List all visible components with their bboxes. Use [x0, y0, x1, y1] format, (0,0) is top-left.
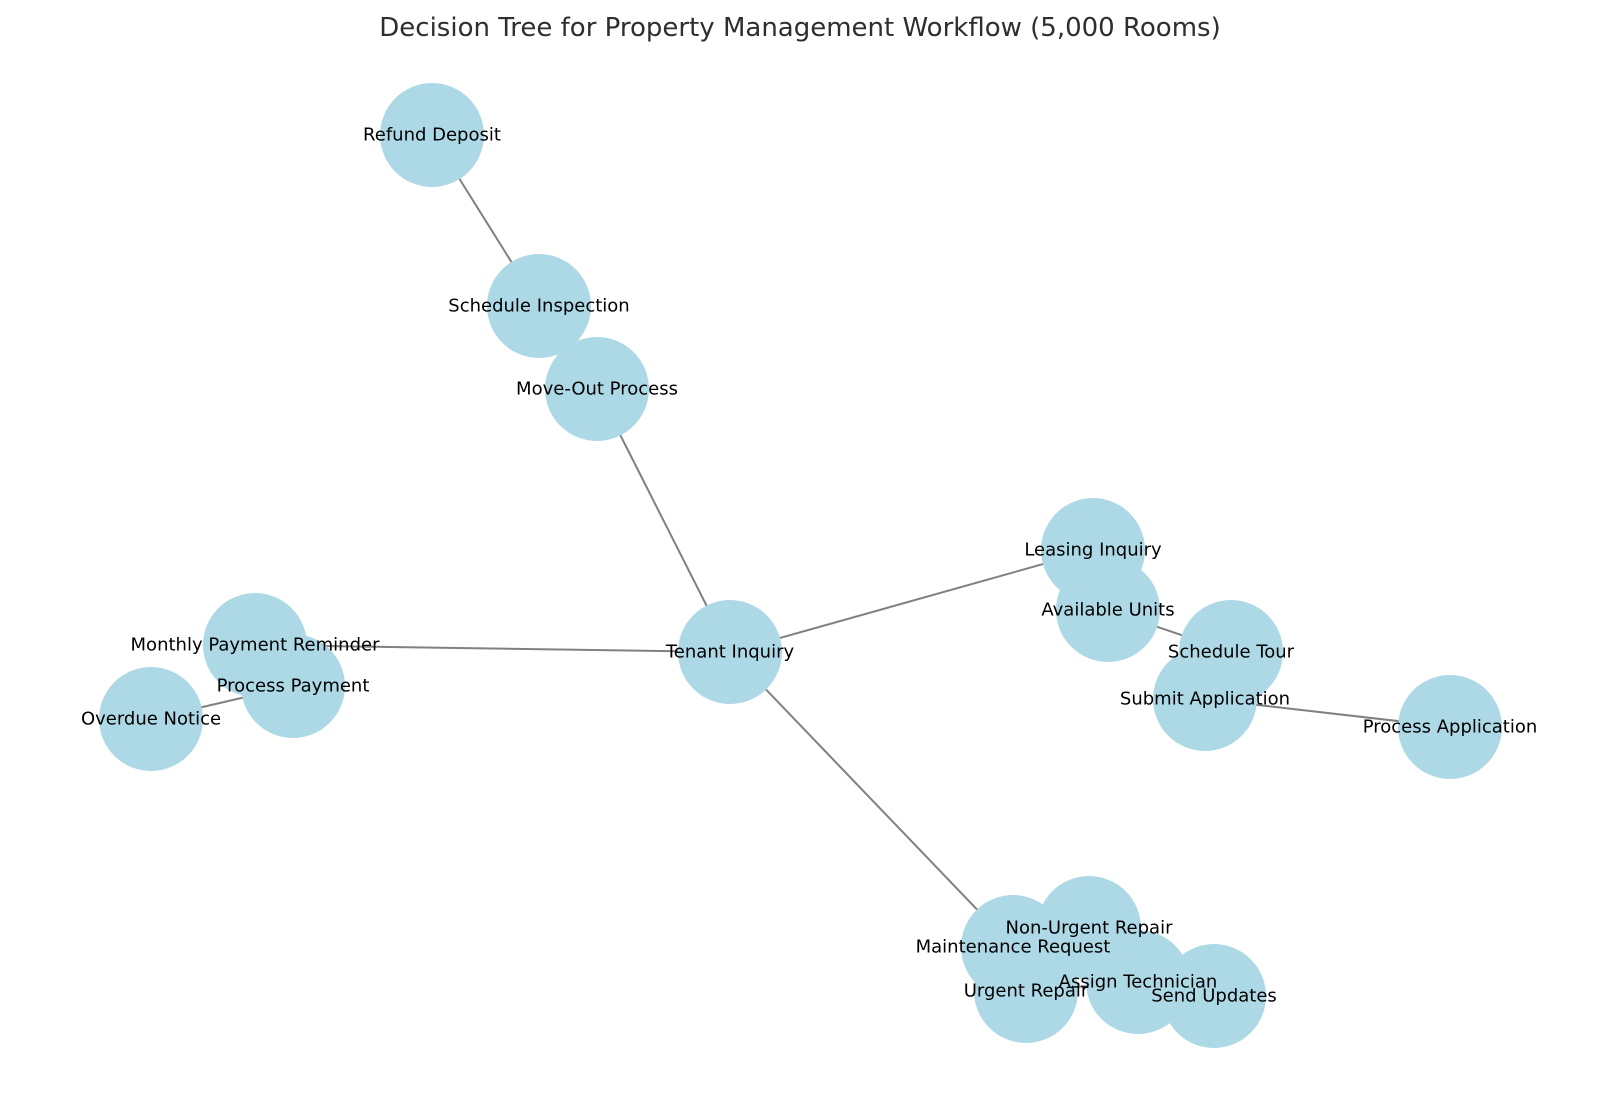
node-schedule_inspection: [487, 254, 591, 358]
nodes-layer: [99, 83, 1502, 1048]
node-process_application: [1398, 675, 1502, 779]
node-tenant_inquiry: [678, 600, 782, 704]
node-label-tenant_inquiry: Tenant Inquiry: [665, 642, 795, 663]
chart-title: Decision Tree for Property Management Wo…: [379, 13, 1220, 43]
node-label-non_urgent_repair: Non-Urgent Repair: [1006, 918, 1174, 939]
node-label-schedule_tour: Schedule Tour: [1168, 642, 1295, 663]
node-label-leasing_inquiry: Leasing Inquiry: [1024, 540, 1162, 561]
node-label-urgent_repair: Urgent Repair: [964, 981, 1089, 1002]
node-submit_application: [1153, 647, 1257, 751]
node-process_payment: [241, 634, 345, 738]
node-label-process_payment: Process Payment: [217, 676, 370, 697]
node-label-overdue_notice: Overdue Notice: [81, 709, 221, 730]
node-refund_deposit: [380, 83, 484, 187]
edges-layer: [150, 134, 1451, 997]
node-overdue_notice: [99, 667, 203, 771]
node-send_updates: [1162, 944, 1266, 1048]
node-label-monthly_payment_reminder: Monthly Payment Reminder: [131, 635, 381, 656]
node-label-schedule_inspection: Schedule Inspection: [448, 296, 629, 317]
node-urgent_repair: [974, 939, 1078, 1043]
node-move_out_process: [545, 337, 649, 441]
edge-tenant_inquiry-leasing_inquiry: [729, 549, 1094, 653]
node-label-maintenance_request: Maintenance Request: [916, 937, 1111, 958]
node-label-assign_technician: Assign Technician: [1059, 972, 1218, 993]
node-label-send_updates: Send Updates: [1151, 986, 1277, 1007]
edge-tenant_inquiry-maintenance_request: [729, 651, 1014, 948]
node-available_units: [1056, 558, 1160, 662]
node-label-process_application: Process Application: [1363, 717, 1538, 738]
node-label-move_out_process: Move-Out Process: [516, 379, 678, 400]
edge-tenant_inquiry-monthly_payment_reminder: [254, 644, 731, 653]
node-label-available_units: Available Units: [1041, 600, 1174, 621]
node-label-refund_deposit: Refund Deposit: [363, 125, 501, 146]
node-label-submit_application: Submit Application: [1120, 689, 1290, 710]
